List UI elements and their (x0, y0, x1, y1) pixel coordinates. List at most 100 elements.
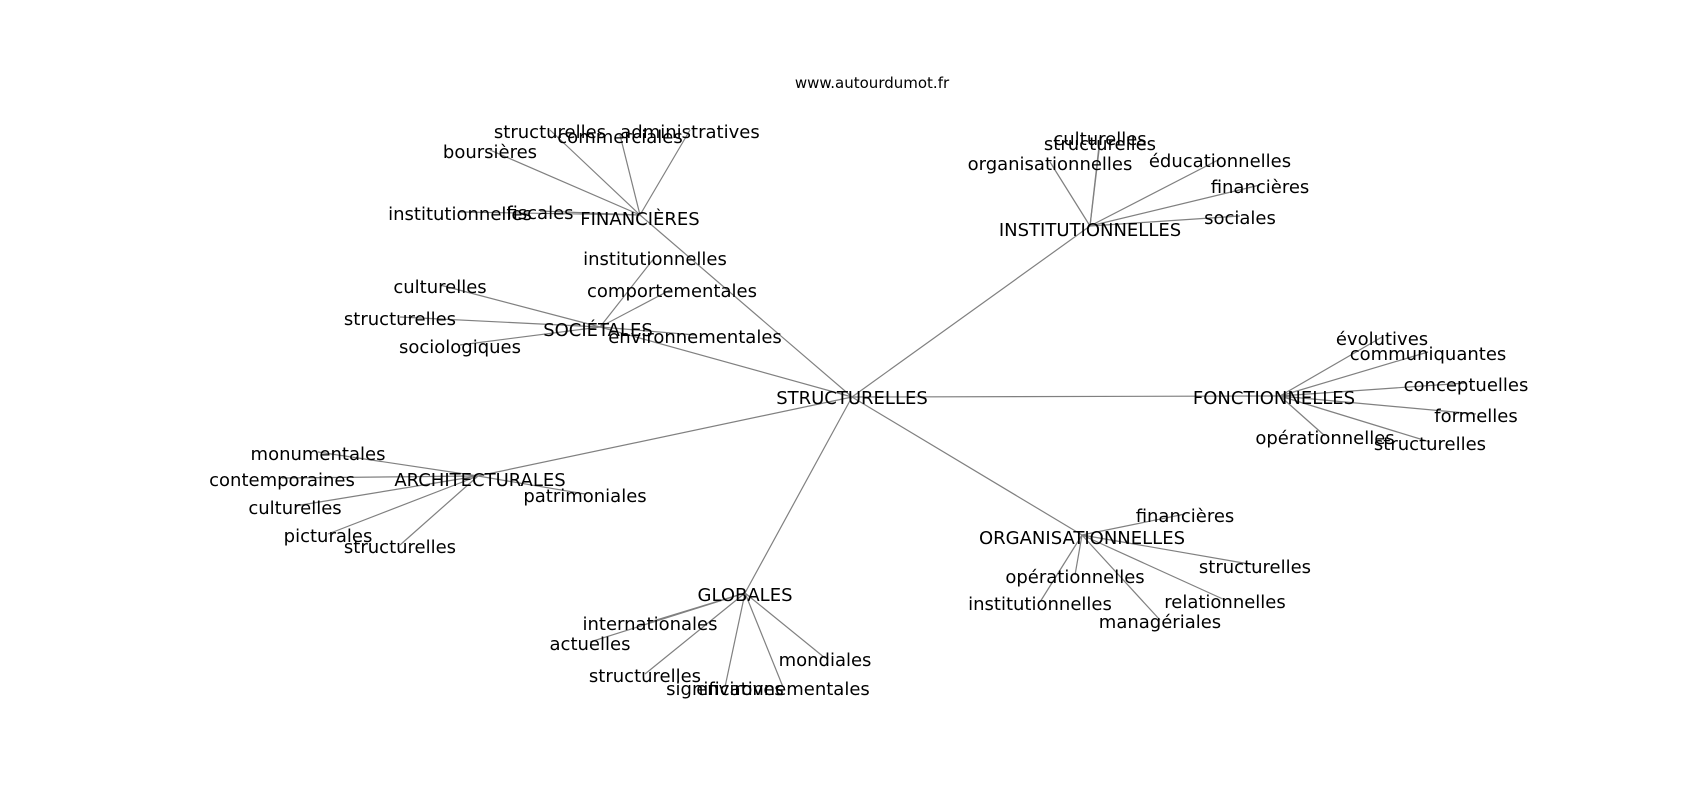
leaf-node-label: culturelles (248, 498, 341, 519)
leaf-edge (489, 149, 641, 216)
leaf-node-label: opérationnelles (1005, 567, 1144, 588)
group-node-label: FINANCIÈRES (580, 208, 699, 230)
leaf-edge (599, 326, 696, 336)
leaf-edge (1279, 351, 1429, 397)
graph-edges (281, 129, 1477, 688)
leaf-edge (589, 592, 746, 643)
root-edge (851, 396, 1083, 536)
root-edge (851, 225, 1091, 398)
leaf-edge (1089, 215, 1241, 227)
leaf-node-label: culturelles (393, 277, 486, 298)
graph-nodes: STRUCTURELLESFINANCIÈREScommercialesstru… (209, 122, 1528, 700)
leaf-edge (327, 475, 479, 535)
leaf-edge (317, 451, 479, 477)
root-node-label: STRUCTURELLES (776, 388, 928, 409)
leaf-edge (599, 256, 656, 328)
leaf-node-label: financières (1211, 177, 1310, 198)
leaf-edge (459, 211, 641, 216)
leaf-edge (724, 592, 746, 688)
leaf-node-label: mondiales (779, 650, 872, 671)
leaf-node-label: environnementales (608, 327, 782, 348)
leaf-edge (1039, 534, 1083, 603)
leaf-node-label: financières (1136, 506, 1235, 527)
leaf-edge (549, 129, 641, 216)
leaf-node-label: comportementales (587, 281, 757, 302)
leaf-edge (1279, 395, 1326, 437)
leaf-edge (1279, 395, 1431, 443)
leaf-node-label: organisationnelles (968, 154, 1133, 175)
leaf-node-label: institutionnelles (583, 249, 727, 270)
leaf-edge (1279, 382, 1467, 397)
leaf-edge (1081, 534, 1161, 621)
leaf-node-label: contemporaines (209, 470, 355, 491)
leaf-edge (399, 316, 601, 328)
leaf-node-label: commerciales (557, 127, 682, 148)
leaf-node-label: structurelles (1044, 134, 1156, 155)
leaf-edge (1074, 534, 1083, 576)
leaf-node-label: significatives (666, 679, 784, 700)
leaf-node-label: communiquantes (1350, 344, 1507, 365)
leaf-edge (1081, 513, 1186, 536)
root-edge (639, 214, 853, 398)
leaf-node-label: relationnelles (1164, 592, 1286, 613)
leaf-node-label: culturelles (1053, 129, 1146, 150)
leaf-node-label: institutionnelles (968, 594, 1112, 615)
leaf-node-label: structurelles (1374, 434, 1486, 455)
leaf-edge (744, 592, 784, 688)
group-node-label: ARCHITECTURALES (394, 470, 565, 491)
leaf-node-label: conceptuelles (1404, 375, 1529, 396)
leaf-node-label: structurelles (344, 537, 456, 558)
leaf-node-label: structurelles (494, 122, 606, 143)
leaf-node-label: institutionnelles (388, 204, 532, 225)
group-node-label: GLOBALES (698, 585, 793, 606)
leaf-node-label: formelles (1434, 406, 1518, 427)
leaf-node-label: évolutives (1336, 329, 1428, 350)
leaf-node-label: éducationnelles (1149, 151, 1291, 172)
leaf-node-label: structurelles (1199, 557, 1311, 578)
leaf-node-label: internationales (582, 614, 717, 635)
leaf-node-label: environnementales (696, 679, 870, 700)
leaf-node-label: boursières (443, 142, 537, 163)
root-edge (477, 396, 853, 477)
leaf-edge (459, 326, 601, 346)
leaf-edge (744, 592, 826, 659)
leaf-node-label: opérationnelles (1255, 428, 1394, 449)
leaf-edge (599, 288, 673, 328)
leaf-node-label: structurelles (589, 666, 701, 687)
group-node-label: FONCTIONNELLES (1193, 388, 1355, 409)
leaf-node-label: sociales (1204, 208, 1276, 229)
leaf-edge (1279, 395, 1477, 415)
group-node-label: SOCIÉTALES (543, 319, 653, 341)
leaf-node-label: actuelles (550, 634, 631, 655)
leaf-edge (1089, 141, 1101, 227)
leaf-node-label: fiscales (506, 203, 573, 224)
leaf-edge (1089, 184, 1261, 227)
leaf-node-label: sociologiques (399, 337, 521, 358)
leaf-edge (619, 134, 641, 216)
leaf-edge (1049, 161, 1091, 227)
group-node-label: INSTITUTIONNELLES (999, 220, 1181, 241)
leaf-node-label: monumentales (251, 444, 386, 465)
leaf-node-label: patrimoniales (523, 486, 646, 507)
leaf-edge (644, 592, 746, 675)
leaf-edge (1279, 336, 1383, 397)
site-watermark: www.autourdumot.fr (795, 74, 950, 92)
leaf-edge (639, 129, 691, 216)
leaf-edge (439, 284, 601, 328)
leaf-node-label: structurelles (344, 309, 456, 330)
leaf-node-label: administratives (620, 122, 759, 143)
root-edge (851, 395, 1281, 398)
leaf-edge (399, 475, 479, 546)
leaf-edge (294, 475, 479, 507)
group-node-label: ORGANISATIONNELLES (979, 528, 1185, 549)
leaf-edge (1081, 534, 1226, 601)
leaf-node-label: picturales (284, 526, 373, 547)
leaf-edge (281, 475, 479, 479)
leaf-node-label: managériales (1099, 612, 1221, 633)
leaf-edge (1089, 158, 1221, 227)
root-edge (599, 326, 853, 398)
root-edge (744, 396, 853, 594)
leaf-edge (1081, 534, 1256, 566)
leaf-edge (477, 475, 586, 495)
